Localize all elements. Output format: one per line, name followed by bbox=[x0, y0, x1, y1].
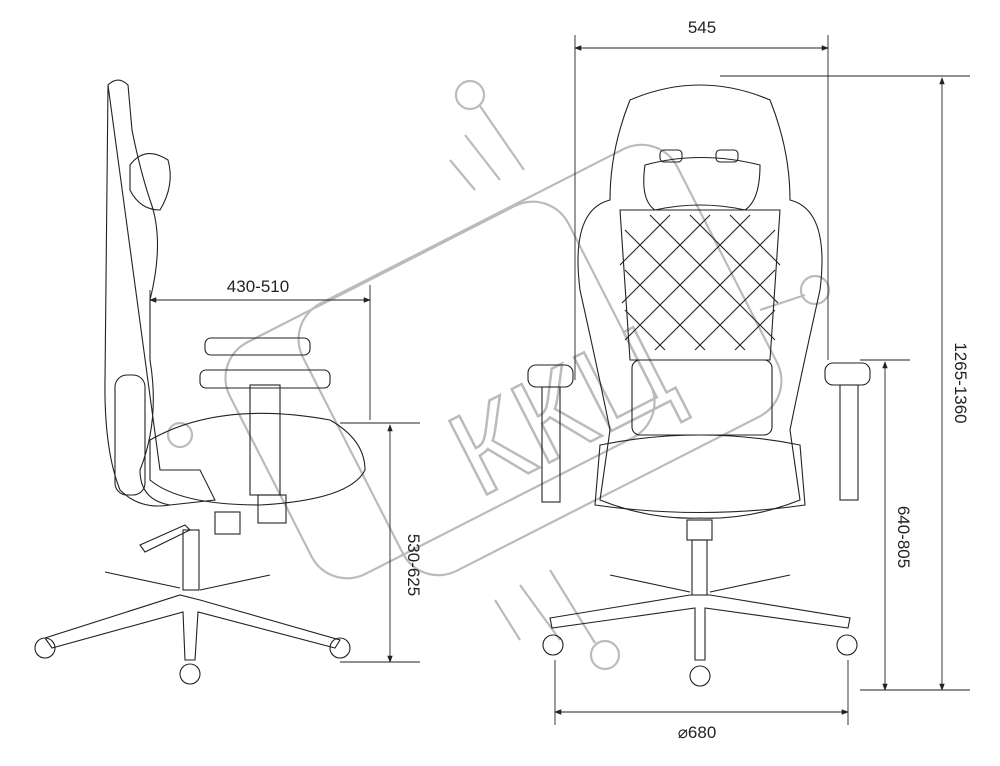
watermark-text: ККЦ bbox=[429, 299, 693, 522]
dimension-lines bbox=[149, 35, 970, 725]
front-view-chair bbox=[527, 84, 871, 687]
total-height-label: 1265-1360 bbox=[951, 342, 970, 423]
side-view-chair bbox=[34, 79, 366, 685]
base-diameter-label: ⌀680 bbox=[678, 723, 717, 742]
back-width-label: 545 bbox=[688, 18, 716, 37]
watermark: ККЦ bbox=[166, 79, 831, 671]
seat-height-label: 530-625 bbox=[404, 534, 423, 596]
diamond-stitching bbox=[619, 214, 781, 351]
armrest-height-label: 640-805 bbox=[894, 506, 913, 568]
seat-depth-label: 430-510 bbox=[227, 277, 289, 296]
